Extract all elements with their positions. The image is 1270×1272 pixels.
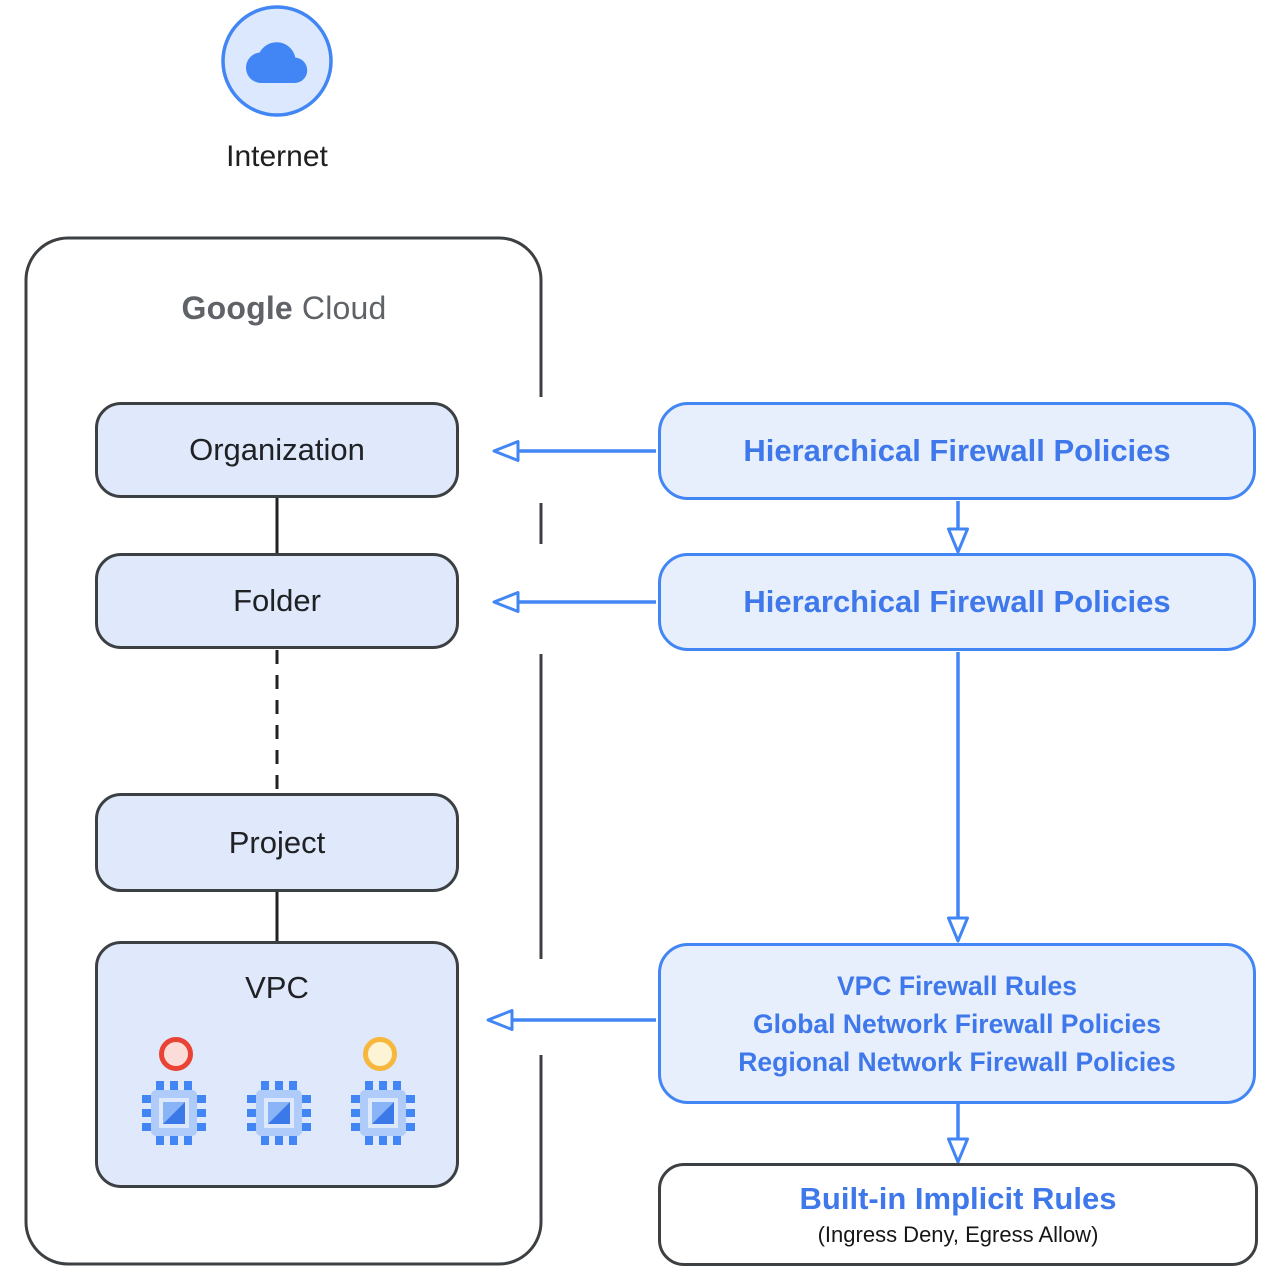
folder-box: Folder xyxy=(95,553,459,649)
arrowhead-left-1 xyxy=(492,440,520,462)
vm-instance-chip-icon xyxy=(351,1081,415,1145)
builtin-implicit-rules-subtitle: (Ingress Deny, Egress Allow) xyxy=(817,1222,1099,1247)
hierarchical-firewall-policies-box-1: Hierarchical Firewall Policies xyxy=(658,402,1256,500)
yellow-status-dot xyxy=(363,1037,397,1071)
hierarchical-firewall-policies-label-1: Hierarchical Firewall Policies xyxy=(743,433,1171,468)
organization-label: Organization xyxy=(189,432,365,467)
hierarchical-firewall-policies-box-2: Hierarchical Firewall Policies xyxy=(658,553,1256,651)
vpc-firewall-rules-line: VPC Firewall Rules xyxy=(836,970,1078,1001)
vpc-label: VPC xyxy=(245,970,309,1005)
hierarchical-firewall-policies-label-2: Hierarchical Firewall Policies xyxy=(743,584,1171,619)
vpc-contents xyxy=(142,1037,415,1145)
organization-box: Organization xyxy=(95,402,459,498)
arrowhead-down-1 xyxy=(947,527,969,554)
vm-instance-chip-icon xyxy=(247,1081,311,1145)
project-label: Project xyxy=(228,824,326,860)
vm-instance-chip-icon xyxy=(142,1081,206,1145)
internet-cloud-icon xyxy=(221,5,333,117)
internet-label: Internet xyxy=(226,140,328,173)
folder-label: Folder xyxy=(233,583,321,618)
global-network-firewall-policies-line: Global Network Firewall Policies xyxy=(753,1008,1161,1039)
red-status-dot xyxy=(159,1037,193,1071)
vpc-box: VPC xyxy=(95,941,459,1188)
brand-google: Google xyxy=(181,290,293,326)
arrowhead-left-3 xyxy=(486,1009,514,1031)
arrowhead-down-2 xyxy=(947,916,969,943)
brand-cloud: Cloud xyxy=(301,290,387,326)
regional-network-firewall-policies-line: Regional Network Firewall Policies xyxy=(738,1046,1176,1077)
builtin-implicit-rules-box: Built-in Implicit Rules (Ingress Deny, E… xyxy=(658,1163,1258,1266)
builtin-implicit-rules-title: Built-in Implicit Rules xyxy=(799,1181,1117,1216)
arrowhead-left-2 xyxy=(492,591,520,613)
border-gaps xyxy=(533,397,549,1055)
vpc-firewall-rules-box: VPC Firewall Rules Global Network Firewa… xyxy=(658,943,1256,1104)
project-box: Project xyxy=(95,793,459,892)
arrowhead-down-3 xyxy=(947,1137,969,1164)
